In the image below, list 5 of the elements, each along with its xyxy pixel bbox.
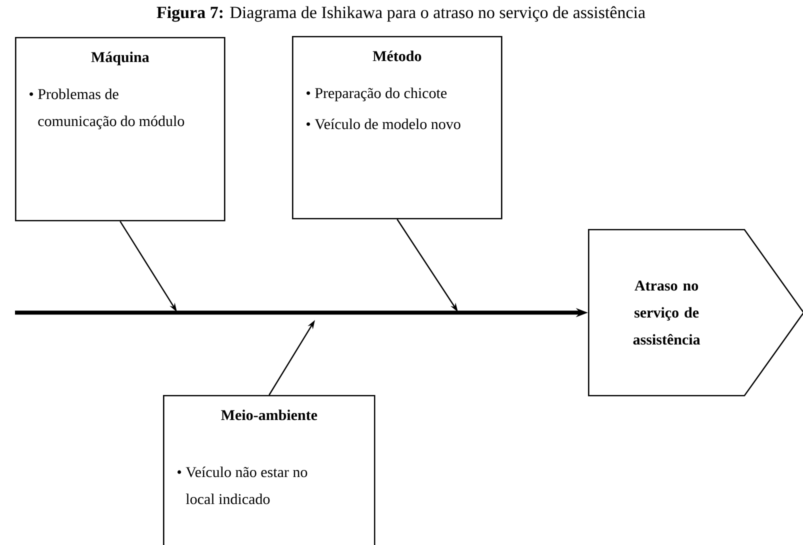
cause-box: Máquina • Problemas de comunicação do módulo [15,37,226,222]
cause-box: Meio-ambiente • Veículo não estar no local indicado [163,395,376,545]
cause-box: Método • Preparação do chicote • Veículo de modelo novo [292,36,502,220]
figure-title: Figura 7: Diagrama de Ishikawa para o atraso no serviço de assistência [156,6,646,22]
effect-box: Atraso no serviço de assistência [588,228,803,396]
